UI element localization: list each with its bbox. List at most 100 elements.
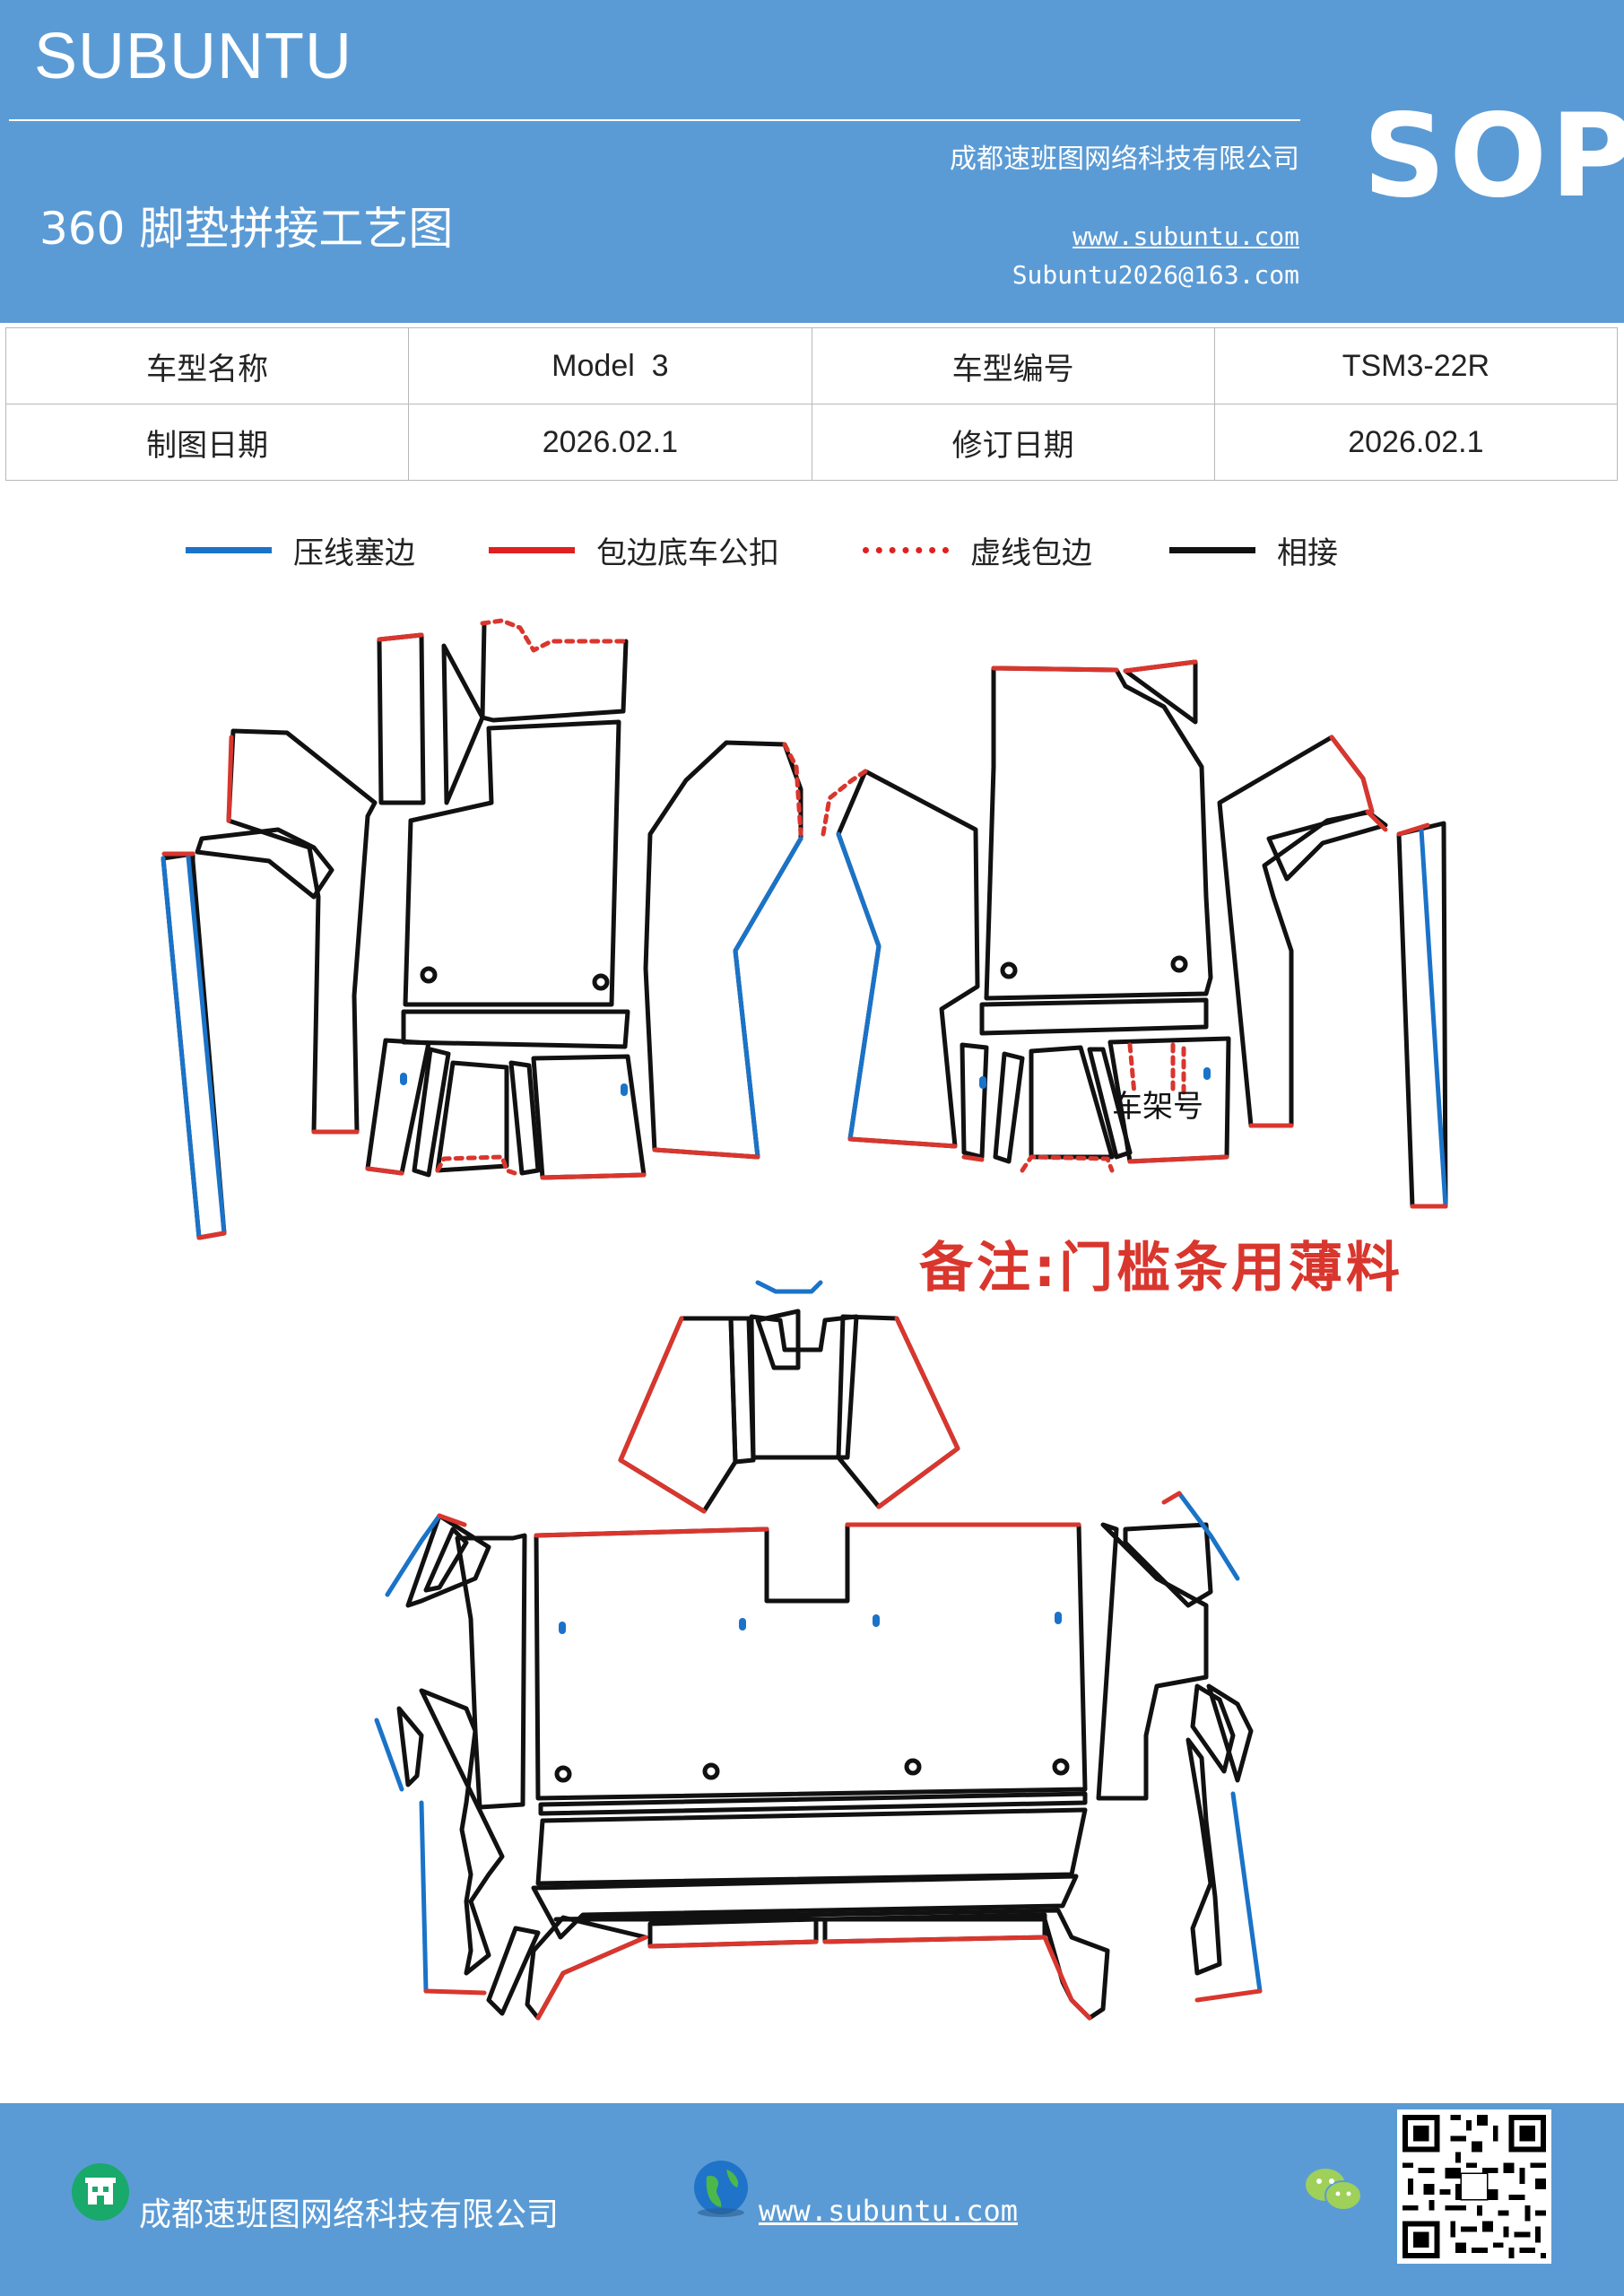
mat-piece [534, 1522, 1088, 1801]
mat-piece [1096, 1522, 1209, 1801]
vehicle-info-table: 车型名称 Model 3 车型编号 TSM3-22R 制图日期 2026.02.… [4, 327, 1619, 481]
legend-item: 包边底车公扣 [489, 527, 779, 572]
black-join-lines [161, 621, 1448, 2021]
mat-piece [749, 1314, 859, 1460]
mat-piece [195, 827, 334, 900]
mat-piece [531, 1874, 1079, 1940]
mat-edge [1123, 659, 1198, 674]
mat-edge [419, 1800, 429, 1994]
sop-mark: SOP [1363, 90, 1624, 223]
clip-hole [420, 966, 438, 984]
legend-swatch-black [1169, 546, 1255, 553]
clip-hole [1000, 961, 1018, 979]
mat-edge [480, 618, 626, 653]
model-code-label: 车型编号 [811, 327, 1215, 404]
table-row: 制图日期 2026.02.1 修订日期 2026.02.1 [4, 404, 1619, 481]
legend-label: 相接 [1277, 535, 1338, 571]
clip-hole [1170, 955, 1188, 973]
mat-edge [991, 665, 1119, 673]
red-edge-lines [161, 632, 1448, 2021]
mat-piece [553, 1908, 1110, 2021]
mat-piece [1396, 821, 1448, 1209]
mat-piece [480, 621, 629, 723]
mat-piece [365, 1038, 431, 1176]
mat-piece [1123, 1522, 1213, 1608]
mat-edge [782, 742, 803, 837]
model-code-value: TSM3-22R [1213, 327, 1619, 404]
brand-name: SUBUNTU [34, 21, 353, 92]
clip-slot [739, 1618, 746, 1631]
mat-piece [1217, 735, 1375, 1128]
mat-piece [403, 719, 621, 1007]
mat-edge [385, 1513, 442, 1597]
clip-slot [621, 1083, 628, 1096]
legend-swatch-red [489, 546, 575, 553]
clip-slot [979, 1076, 986, 1089]
diagram-note: 备注:门槛条用薄料 [919, 1237, 1403, 1300]
mat-piece [486, 1926, 541, 2016]
mat-edge [437, 1513, 467, 1527]
mat-edge [1329, 735, 1375, 814]
header-website-link[interactable]: www.subuntu.com [1073, 222, 1299, 251]
blue-press-lines [161, 827, 1448, 1994]
clip-slot [1203, 1067, 1211, 1080]
model-name-value: Model 3 [408, 327, 812, 404]
mat-edge [365, 1166, 404, 1176]
clip-hole [592, 973, 610, 991]
mat-piece [419, 1688, 505, 1976]
legend-item: 虚线包边 [863, 527, 1092, 572]
mat-edge [836, 831, 881, 1142]
mat-edge [196, 1231, 227, 1240]
clip-hole [702, 1762, 720, 1780]
mat-edge [374, 1718, 404, 1792]
mat-piece [401, 1009, 630, 1049]
legend-item: 压线塞边 [186, 527, 415, 572]
mat-piece [226, 728, 378, 1135]
clip-hole [1052, 1758, 1070, 1776]
clip-slot [873, 1614, 880, 1627]
footer-company: 成都速班图网络科技有限公司 [139, 2196, 560, 2233]
mat-piece [960, 1042, 989, 1160]
mat-piece [455, 1533, 527, 1810]
mat-piece [538, 1791, 1088, 1816]
mat-edge [733, 836, 803, 1160]
footer-website-link[interactable]: www.subuntu.com [759, 2194, 1018, 2228]
mat-piece [441, 643, 485, 805]
clip-slot [1055, 1612, 1062, 1624]
mat-piece [1029, 1045, 1115, 1160]
mat-edge [1396, 822, 1430, 837]
mat-edge [161, 856, 202, 1240]
mat-piece [1266, 809, 1388, 882]
document-title: 360 脚垫拼接工艺图 [39, 203, 454, 255]
red-dotted-lines [435, 618, 1186, 1178]
mat-piece [405, 1513, 491, 1608]
legend-label: 虚线包边 [970, 535, 1092, 571]
draw-date-label: 制图日期 [4, 404, 410, 481]
legend-item: 相接 [1169, 527, 1338, 572]
mat-piece [377, 632, 426, 805]
mat-edge [652, 1147, 760, 1160]
revision-date-label: 修订日期 [811, 404, 1215, 481]
header-company: 成都速班图网络科技有限公司 [950, 144, 1299, 175]
mat-edge [1042, 1935, 1092, 2021]
header-email: Subuntu2026@163.com [1012, 260, 1299, 290]
wechat-icon[interactable] [1302, 2163, 1365, 2217]
mat-piece [396, 1706, 424, 1787]
mat-edge [377, 632, 424, 642]
mat-piece [755, 1309, 801, 1370]
clip-hole [554, 1765, 572, 1783]
mounting-holes [420, 955, 1188, 1783]
mat-edge [876, 1316, 960, 1509]
frame-number-label: 车架号 [1112, 1089, 1203, 1125]
mat-piece [643, 740, 803, 1160]
mat-piece [423, 1526, 469, 1593]
blue-clips [400, 1067, 1211, 1634]
mat-edge [186, 854, 227, 1236]
clip-slot [559, 1622, 566, 1634]
globe-icon [694, 2161, 748, 2217]
building-icon [72, 2163, 129, 2221]
mat-edge [226, 735, 234, 823]
legend-swatch-blue [186, 546, 272, 553]
legend-swatch-red-dotted [863, 546, 949, 553]
